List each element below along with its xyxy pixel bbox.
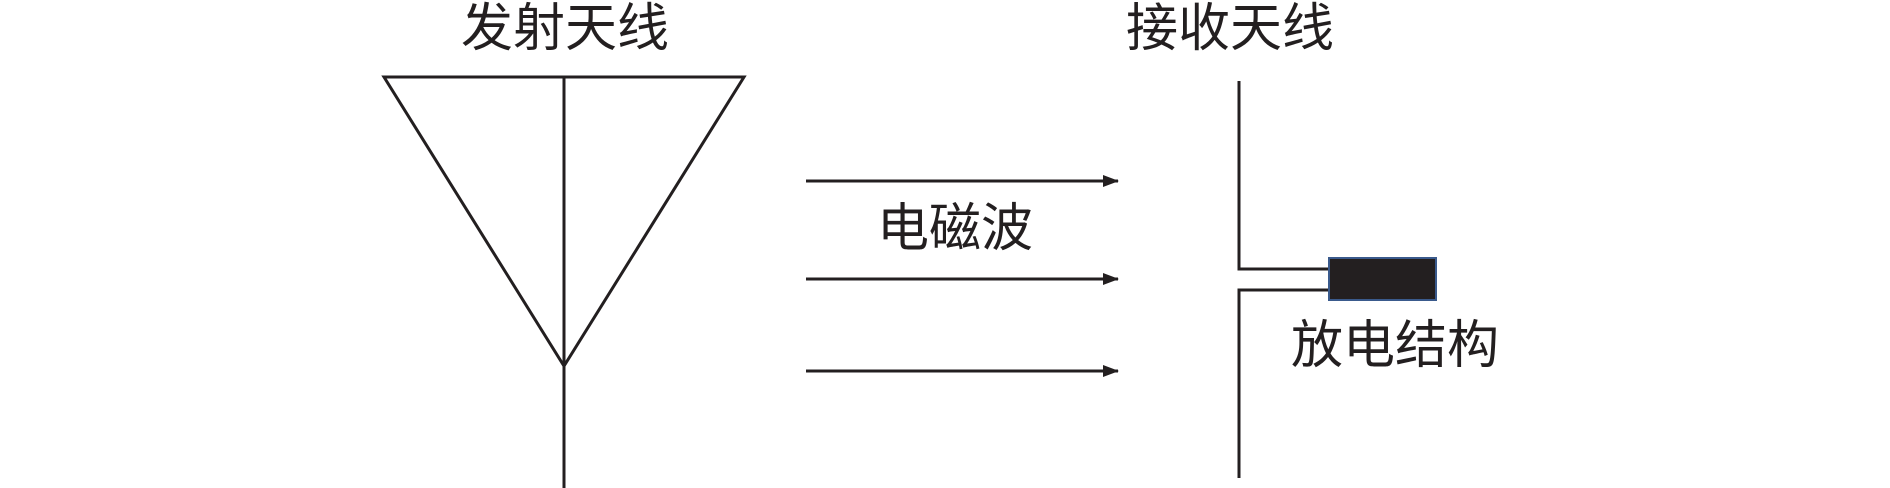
transmit-antenna-label: 发射天线 [461, 0, 669, 59]
receive-antenna [1237, 81, 1437, 478]
electromagnetic-wave-label: 电磁波 [877, 199, 1033, 259]
discharge-structure-box [1328, 257, 1437, 301]
receive-antenna-lower-arm [1237, 288, 1329, 478]
receive-antenna-label: 接收天线 [1126, 0, 1334, 59]
receive-antenna-upper-arm [1237, 81, 1329, 271]
wave-arrows [806, 175, 1119, 377]
transmit-antenna [381, 75, 747, 488]
discharge-structure-label: 放电结构 [1291, 316, 1499, 376]
